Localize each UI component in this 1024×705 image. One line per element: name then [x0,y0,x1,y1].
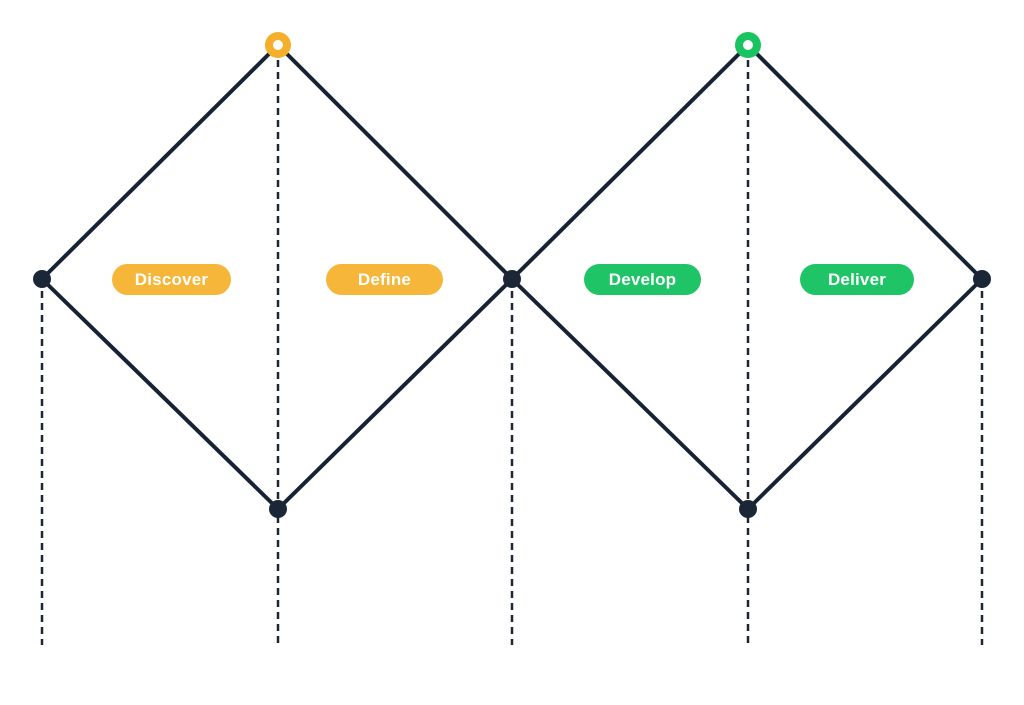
stage-pill-define: Define [326,264,443,295]
node-right-vertex [973,270,991,288]
stage-pill-discover-label: Discover [134,269,209,289]
stage-pill-deliver-label: Deliver [827,269,887,289]
stage-pill-deliver: Deliver [800,264,914,295]
amber-marker-inner-dot [273,40,283,50]
node-center-vertex [503,270,521,288]
amber-milestone-marker-icon [265,32,291,58]
stage-pill-develop-label: Develop [608,269,677,289]
green-milestone-marker-icon [735,32,761,58]
stage-pill-develop: Develop [584,264,701,295]
stage-pill-define-label: Define [357,269,412,289]
green-marker-inner-dot [743,40,753,50]
node-second-diamond-bottom [739,500,757,518]
stage-pill-discover: Discover [112,264,231,295]
node-left-vertex [33,270,51,288]
node-first-diamond-bottom [269,500,287,518]
